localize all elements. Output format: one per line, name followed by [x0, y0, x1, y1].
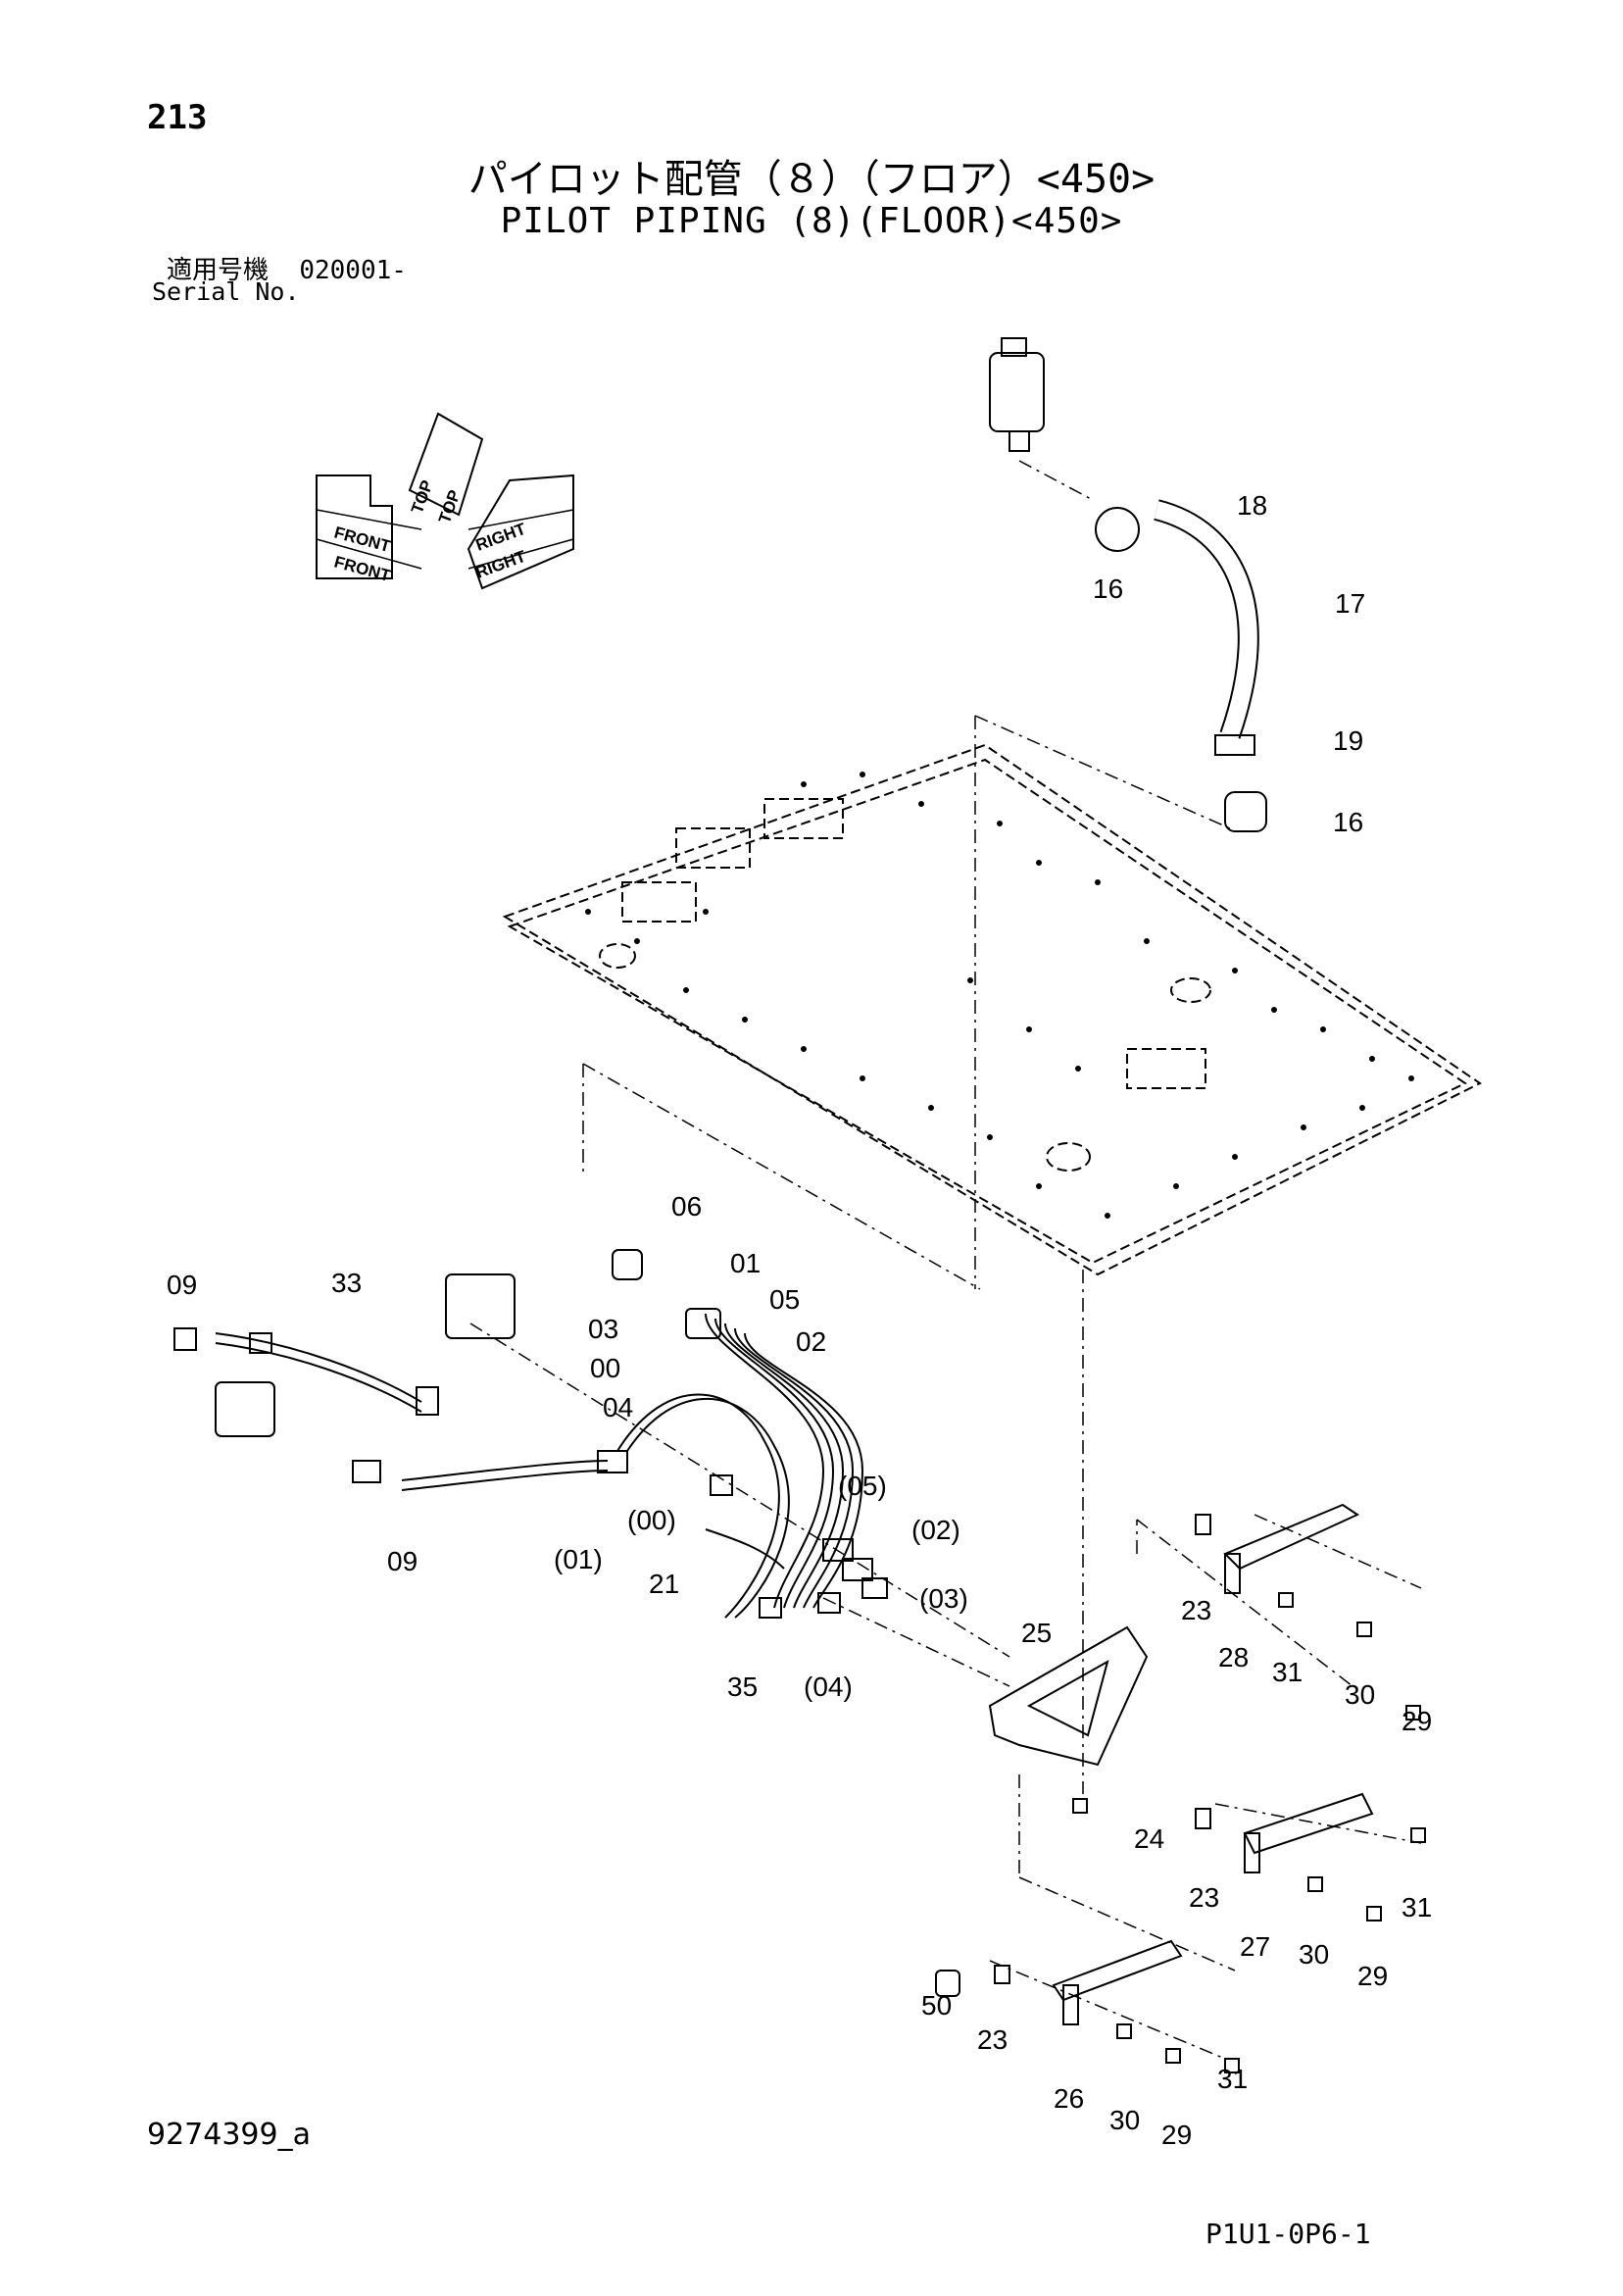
callout: 24: [1134, 1823, 1164, 1854]
callout: 06: [671, 1191, 702, 1222]
callout: 16: [1093, 574, 1123, 604]
page-number: 213: [147, 98, 208, 137]
serial-label-en: Serial No.: [152, 277, 300, 306]
callout: 00: [590, 1353, 620, 1383]
leader-lines: [469, 460, 1422, 2060]
orientation-icon: [316, 412, 574, 590]
callout: 35: [727, 1672, 758, 1702]
callout: 05: [769, 1284, 800, 1315]
serial-row: 適用号機 020001-: [167, 250, 407, 286]
callout: 27: [1240, 1931, 1270, 1962]
callout: 33: [331, 1268, 362, 1298]
drawing-number: 9274399_a: [147, 2118, 311, 2152]
serial-label-jp: 適用号機: [167, 256, 270, 285]
callout: 09: [167, 1270, 197, 1300]
hose: [1095, 499, 1267, 832]
callout: (00): [627, 1505, 676, 1535]
fittings: [173, 1249, 1426, 2073]
callout: 31: [1217, 2064, 1248, 2094]
callout: 18: [1237, 490, 1267, 521]
floor-plate: [502, 743, 1482, 1276]
callout: (05): [838, 1471, 887, 1501]
callout: 02: [796, 1326, 826, 1357]
callout: 21: [649, 1569, 679, 1599]
callout: 30: [1345, 1679, 1375, 1710]
callout: 25: [1021, 1618, 1052, 1648]
pressure-switch: [989, 337, 1045, 452]
orientation-front: FRONT: [332, 524, 393, 557]
callout: 30: [1109, 2105, 1140, 2135]
brackets: [988, 1503, 1374, 2025]
callout: 26: [1054, 2083, 1084, 2114]
callout: 17: [1335, 588, 1365, 619]
callout: 09: [387, 1546, 418, 1576]
callout: 29: [1402, 1706, 1432, 1736]
title-japanese: パイロット配管（８）（フロア）<450>: [467, 157, 1156, 202]
callout: 16: [1333, 807, 1363, 837]
callout: 03: [588, 1314, 618, 1344]
callout: (03): [919, 1583, 968, 1614]
callout: (02): [911, 1515, 960, 1545]
callout: 31: [1272, 1657, 1303, 1687]
callout: 29: [1161, 2120, 1192, 2150]
callout: 01: [730, 1248, 761, 1278]
sheet-code: P1U1-0P6-1: [1205, 2218, 1371, 2250]
callout: 23: [1181, 1595, 1211, 1625]
callout: 50: [921, 1990, 952, 2021]
title-english: PILOT PIPING (8)(FLOOR)<450>: [500, 201, 1123, 241]
part-callouts: 18 16 17 19 16 06 01 05 03 02 00 04 09 3…: [167, 490, 1432, 2150]
callout: 23: [1189, 1882, 1219, 1913]
orientation-labels: TOP TOP FRONT FRONT RIGHT RIGHT: [332, 477, 529, 585]
orientation-top-2: TOP: [435, 487, 465, 525]
callout: 29: [1357, 1961, 1388, 1991]
callout: (04): [804, 1672, 853, 1702]
callout: 23: [977, 2024, 1008, 2055]
serial-value: 020001-: [299, 256, 407, 285]
callout: 19: [1333, 725, 1363, 756]
callout: 31: [1402, 1892, 1432, 1922]
callout: 04: [603, 1392, 633, 1423]
callout: (01): [554, 1544, 603, 1574]
callout: 28: [1218, 1642, 1249, 1672]
pilot-hoses: [215, 1313, 864, 1619]
callout: 30: [1299, 1939, 1329, 1970]
